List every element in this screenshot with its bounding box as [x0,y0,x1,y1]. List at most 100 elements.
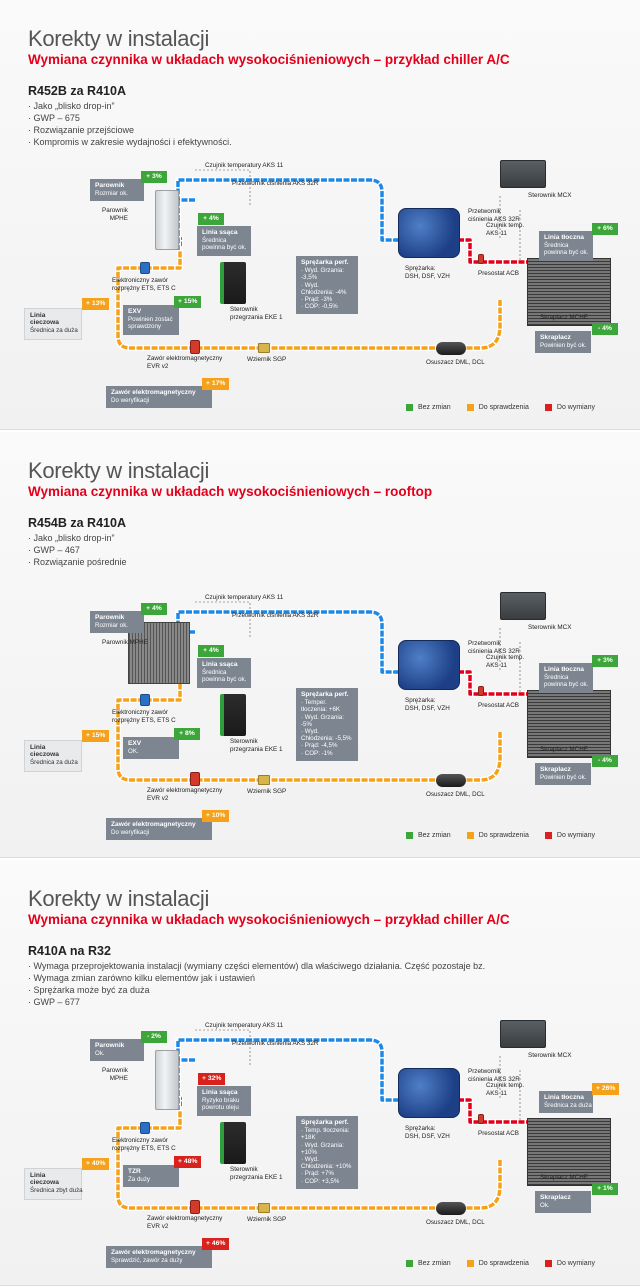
card-suction-text: Średnica powinna być ok. [202,669,247,684]
label-aks11b: Czujnik temp. AKS 11 [486,222,525,237]
solenoid-valve [190,772,200,786]
bullet-item: Kompromis w zakresie wydajności i efekty… [28,136,232,148]
badge-exv: + 8% [174,728,200,740]
legend-item-ok: Bez zmian [406,1260,451,1267]
perf-line: · COP: +3,5% [301,1177,340,1185]
perf-line: · Prąd: -3% [301,296,333,304]
card-exv-title: TZR [128,1168,141,1175]
refrigerant-pipes [115,601,540,783]
legend-swatch [466,1260,474,1267]
label-sgp: Wziernik SGP [247,1216,287,1223]
label-aks11: Czujnik temperatury AKS 11 [205,594,284,601]
status-legend: Bez zmian Do sprawdzenia Do wymiany [406,1260,595,1267]
badge-suction: + 4% [198,213,224,225]
bullet-item: Jako „blisko drop-in” [28,532,127,544]
label-aks11b: Czujnik temp. AKS 11 [486,654,525,669]
badge-discharge: + 3% [592,655,618,667]
card-solenoid-title: Zawór elektromagnetyczny [111,389,196,396]
card-liquid-text: Średnica za duża [30,327,78,335]
legend-item-ok: Bez zmian [406,404,451,411]
bullet-item: Rozwiązanie pośrednie [28,556,127,568]
label-acb: Presostat ACB [478,702,519,709]
label-aks32b: Przetwornik ciśnienia AKS 32R [468,640,520,655]
legend-swatch [544,832,552,839]
label-cond: Skraplacz MCHE [540,1174,588,1181]
card-compressor-lines: · Wyd. Grzania: -3,5%· Wyd. Chłodzenia: … [301,267,353,310]
legend-swatch [544,404,552,411]
bullet-item: GWP – 677 [28,996,485,1008]
card-solenoid-text: Sprawdzić, zawór za duży [111,1257,183,1265]
label-aks11: Czujnik temperatury AKS 11 [205,162,284,169]
solenoid-valve [190,340,200,354]
solenoid-valve [190,1200,200,1214]
card-compressor-title: Sprężarka perf. [301,691,349,698]
label-dml: Osuszacz DML, DCL [426,359,485,366]
label-cond: Skraplacz MCHE [540,746,588,753]
mcx-controller [500,592,546,620]
slide-title: Korekty w instalacji [28,26,210,51]
label-aks32: Przetwornik ciśnienia AKS 32R [232,180,319,187]
badge-condenser: - 4% [592,323,618,335]
label-evap: Parownik MPHE [102,1067,128,1082]
perf-line: · Wyd. Chłodzenia: -5,5% [301,728,352,743]
refrigerant-pipes [115,169,540,351]
slide-title: Korekty w instalacji [28,458,210,483]
bullet-item: Sprężarka może być za duża [28,984,485,996]
legend-label: Do wymiany [556,1260,596,1267]
bullet-item: GWP – 675 [28,112,232,124]
perf-line: · Wyd. Grzania: -3,5% [301,267,344,282]
card-suction-title: Linia ssąca [202,661,238,668]
badge-discharge: + 26% [592,1083,620,1095]
card-compressor: Sprężarka perf.· Temper. tłoczenia: +6K·… [296,688,358,761]
badge-condenser: + 1% [592,1183,618,1195]
card-evaporator-text: Rozmiar ok. [95,622,129,630]
condenser-coil [527,1118,611,1186]
card-exv-text: Za duży [128,1176,151,1184]
label-cond: Skraplacz MCHE [540,314,588,321]
suction-line [176,178,402,242]
perf-line: · Prąd: +7% [301,1170,334,1178]
legend-label: Do sprawdzenia [478,1260,529,1267]
card-compressor-title: Sprężarka perf. [301,259,349,266]
label-evr: Zawór elektromagnetyczny EVR v2 [147,1215,223,1230]
mcx-controller [500,1020,546,1048]
label-mcx: Sterownik MCX [528,192,572,199]
label-compressor: Sprężarka: DSH, DSF, VZH [405,265,450,280]
label-aks32b: Przetwornik ciśnienia AKS 32R [468,1068,520,1083]
legend-label: Do sprawdzenia [478,404,529,411]
label-ets: Elektroniczny zawór rozprężny ETS, ETS C [112,1137,176,1152]
label-acb: Presostat ACB [478,1130,519,1137]
label-sgp: Wziernik SGP [247,356,287,363]
badge-solenoid: + 46% [202,1238,230,1250]
bullet-item: Wymaga zmian zarówno kilku elementów jak… [28,972,485,984]
card-compressor-lines: · Temper. tłoczenia: +6K· Wyd. Grzania: … [301,699,353,757]
suction-line [176,610,402,674]
slide-title: Korekty w instalacji [28,886,210,911]
card-discharge-text: Średnica powinna być ok. [544,674,589,689]
perf-line: · COP: -1% [301,749,333,757]
card-suction-title: Linia ssąca [202,229,238,236]
label-sgp: Wziernik SGP [247,788,287,795]
card-discharge-title: Linia tłoczna [544,1094,584,1101]
compressor-tandem [398,640,460,690]
bullet-list: Wymaga przeprojektowania instalacji (wym… [28,960,486,1008]
card-compressor: Sprężarka perf.· Wyd. Grzania: -3,5%· Wy… [296,256,358,315]
label-evap: Parownik MPHE [102,207,128,222]
label-compressor: Sprężarka: DSH, DSF, VZH [405,697,450,712]
label-aks32: Przetwornik ciśnienia AKS 32R [232,1040,319,1047]
label-aks11: Czujnik temperatury AKS 11 [205,1022,284,1029]
sensor-wire-1 [195,601,251,637]
bullet-list: Jako „blisko drop-in”GWP – 675Rozwiązani… [28,100,232,148]
